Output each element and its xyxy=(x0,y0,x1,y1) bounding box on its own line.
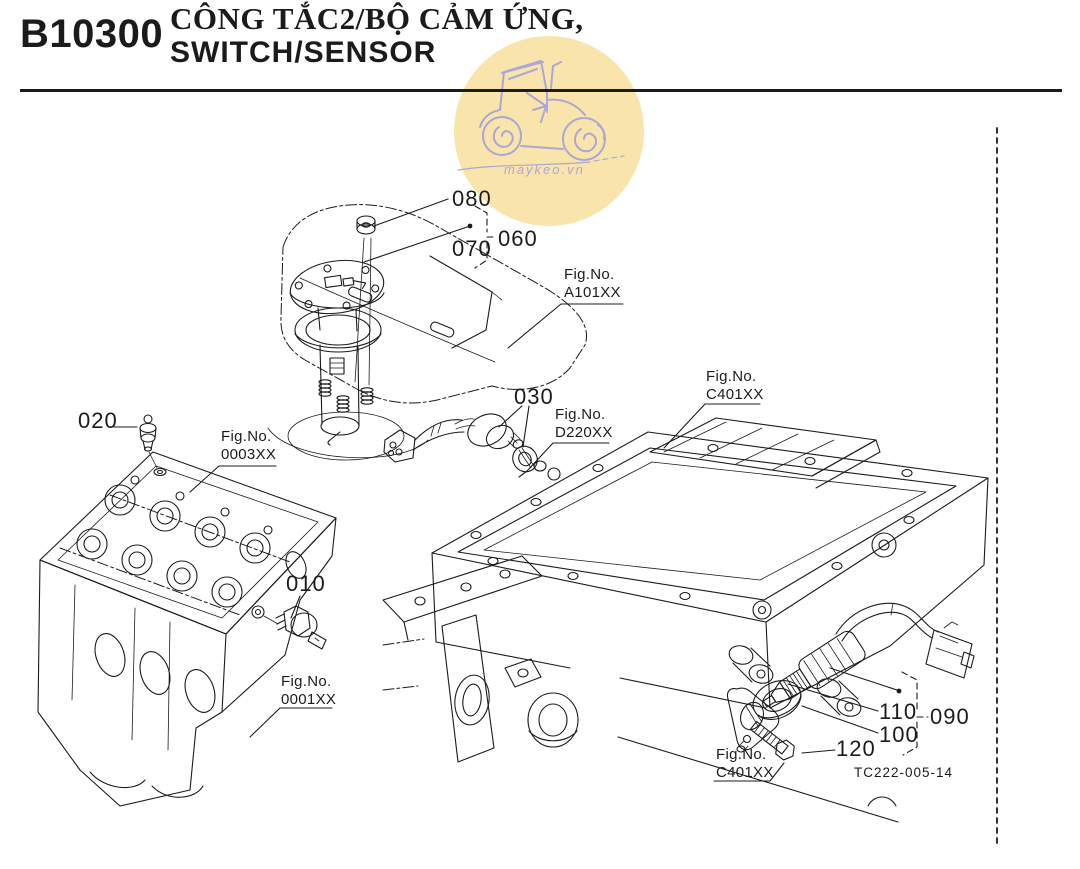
callout-030: 030 xyxy=(514,384,554,409)
callout-060: 060 xyxy=(498,226,538,251)
figref-code: C401XX xyxy=(706,386,764,403)
washer-030-drawing xyxy=(512,445,538,473)
header-rule xyxy=(20,89,1062,92)
transmission-case-drawing xyxy=(382,417,989,823)
callout-120: 120 xyxy=(836,736,876,761)
leader-lines xyxy=(113,198,929,782)
engine-block-drawing xyxy=(37,451,337,807)
page-title-english: SWITCH/SENSOR xyxy=(170,36,437,69)
solenoid-110-drawing xyxy=(762,602,975,708)
figref-code: C401XX xyxy=(716,764,774,781)
fuel-tank-outline xyxy=(280,204,587,404)
callout-090: 090 xyxy=(930,704,970,729)
figref-code: 0003XX xyxy=(221,446,277,463)
nut-080-drawing xyxy=(356,215,376,235)
sensor-030-drawing xyxy=(383,413,561,481)
bolt-120-drawing xyxy=(749,720,795,761)
callout-110: 110 xyxy=(879,699,918,724)
figref-code: A101XX xyxy=(564,284,621,301)
figref-d220xx: Fig.No. D220XX xyxy=(555,406,613,442)
figref-c401xx-top: Fig.No. C401XX xyxy=(706,368,764,404)
figref-label: Fig.No. xyxy=(281,673,332,690)
drawing-reference-number: TC222-005-14 xyxy=(854,765,954,780)
figref-code: D220XX xyxy=(555,424,613,441)
tractor-sketch-icon xyxy=(457,60,625,171)
figref-code: 0001XX xyxy=(281,691,337,708)
figref-label: Fig.No. xyxy=(221,428,272,445)
callout-010: 010 xyxy=(286,571,326,596)
figref-label: Fig.No. xyxy=(716,746,767,763)
cover-plate-drawing xyxy=(726,687,780,753)
figref-a101xx: Fig.No. A101XX xyxy=(564,266,621,302)
figref-c401xx-bottom: Fig.No. C401XX xyxy=(716,746,774,782)
callout-100: 100 xyxy=(879,722,919,747)
callout-070: 070 xyxy=(452,236,492,261)
case-bracket-drawing xyxy=(382,555,579,763)
figref-0003xx: Fig.No. 0003XX xyxy=(221,428,276,464)
callout-080: 080 xyxy=(452,186,492,211)
page-title: CÔNG TẮC2/BỘ CẢM ỨNG, SWITCH/SENSOR xyxy=(170,2,584,70)
fuel-sender-unit-drawing xyxy=(267,215,429,461)
connector-090-drawing xyxy=(925,621,975,679)
watermark-circle xyxy=(454,36,644,226)
switch-010-drawing xyxy=(275,605,327,650)
case-bosses-drawing xyxy=(728,532,897,717)
sender-springs-drawing xyxy=(318,379,374,413)
watermark-site-text: maykeo.vn xyxy=(504,162,585,177)
callout-020: 020 xyxy=(78,408,118,433)
page-title-vietnamese: CÔNG TẮC2/BỘ CẢM ỨNG, xyxy=(170,1,584,36)
sensor-020-drawing xyxy=(139,414,167,477)
figref-0001xx: Fig.No. 0001XX xyxy=(281,673,336,709)
figref-label: Fig.No. xyxy=(706,368,757,385)
page-code: B10300 xyxy=(20,12,164,56)
figref-label: Fig.No. xyxy=(555,406,606,423)
figref-label: Fig.No. xyxy=(564,266,615,283)
